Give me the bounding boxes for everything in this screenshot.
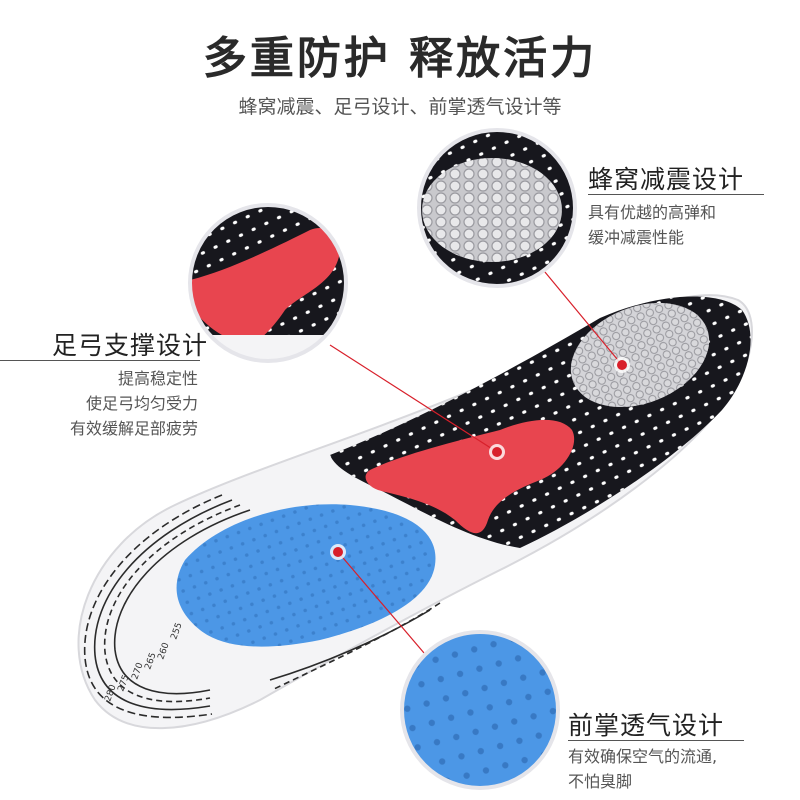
zoom-circle-honeycomb xyxy=(417,128,577,288)
feature-arch-desc-line: 提高稳定性 xyxy=(117,369,198,388)
zoom-circle-arch xyxy=(188,203,348,363)
feature-forefoot-desc: 有效确保空气的流通, 不怕臭脚 xyxy=(568,744,717,794)
feature-forefoot-title: 前掌透气设计 xyxy=(568,711,725,740)
feature-honeycomb-title: 蜂窝减震设计 xyxy=(588,165,745,194)
feature-arch-desc-line: 使足弓均匀受力 xyxy=(85,394,198,413)
feature-honeycomb-desc-line: 缓冲减震性能 xyxy=(588,228,685,247)
page-title: 多重防护 释放活力 xyxy=(202,33,598,84)
size-trim-lines xyxy=(83,494,441,719)
feature-arch-desc-line: 有效缓解足部疲劳 xyxy=(69,419,198,438)
feature-arch-divider xyxy=(0,360,200,361)
feature-honeycomb-desc: 具有优越的高弹和 缓冲减震性能 xyxy=(588,200,716,250)
feature-forefoot-divider xyxy=(568,740,744,741)
feature-forefoot-desc-line: 有效确保空气的流通, xyxy=(568,747,718,766)
feature-honeycomb-divider xyxy=(588,194,764,195)
feature-arch-desc: 提高稳定性 使足弓均匀受力 有效缓解足部疲劳 xyxy=(70,366,198,441)
feature-arch-title: 足弓支撑设计 xyxy=(52,331,209,360)
feature-forefoot-desc-line: 不怕臭脚 xyxy=(568,772,633,791)
pointer-lines xyxy=(329,259,623,661)
pointer-dots xyxy=(330,357,630,560)
arch-support-red xyxy=(365,419,575,534)
zoom-circle-forefoot xyxy=(400,630,560,790)
page-subtitle: 蜂窝减震、足弓设计、前掌透气设计等 xyxy=(238,96,562,118)
feature-honeycomb-desc-line: 具有优越的高弹和 xyxy=(588,203,717,222)
